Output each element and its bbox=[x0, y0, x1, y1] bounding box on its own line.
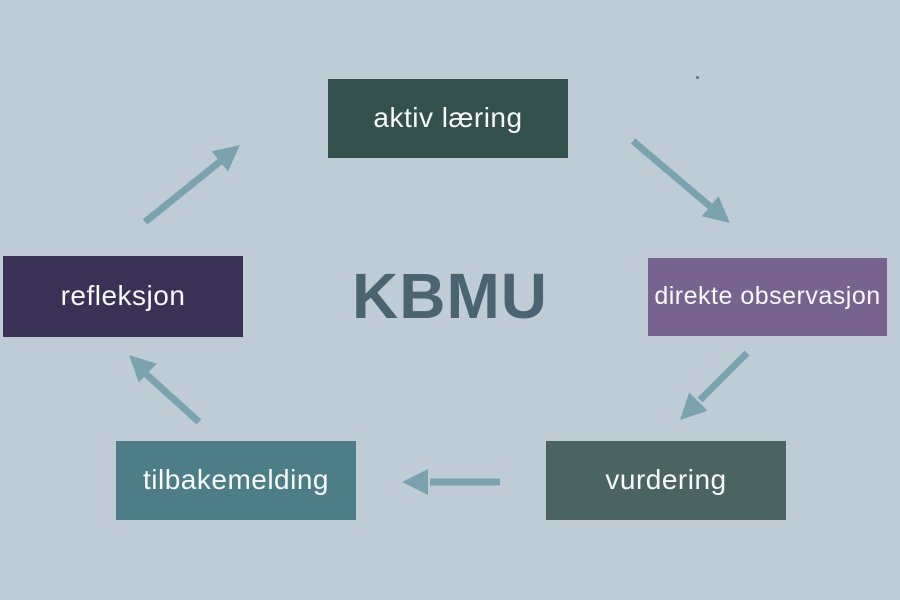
arrow-refleksjon-to-aktiv-laering bbox=[142, 145, 240, 225]
node-vurdering-label: vurdering bbox=[605, 464, 727, 496]
node-direkte-observasjon: direkte observasjon bbox=[648, 258, 887, 336]
node-direkte-observasjon-label: direkte observasjon bbox=[654, 282, 881, 311]
node-aktiv-laering-label: aktiv læring bbox=[373, 102, 523, 134]
node-vurdering: vurdering bbox=[546, 441, 786, 520]
node-refleksjon-label: refleksjon bbox=[60, 280, 186, 312]
arrow-direkte-observasjon-to-vurdering bbox=[680, 350, 750, 420]
node-tilbakemelding: tilbakemelding bbox=[116, 441, 356, 520]
arrow-tilbakemelding-to-refleksjon bbox=[129, 355, 202, 425]
node-tilbakemelding-label: tilbakemelding bbox=[143, 464, 329, 496]
image-speck bbox=[696, 76, 699, 79]
node-refleksjon: refleksjon bbox=[3, 256, 243, 337]
arrow-vurdering-to-tilbakemelding bbox=[402, 469, 500, 495]
node-aktiv-laering: aktiv læring bbox=[328, 79, 568, 158]
diagram-title: KBMU bbox=[352, 260, 548, 332]
arrow-aktiv-laering-to-direkte-observasjon bbox=[630, 138, 730, 223]
